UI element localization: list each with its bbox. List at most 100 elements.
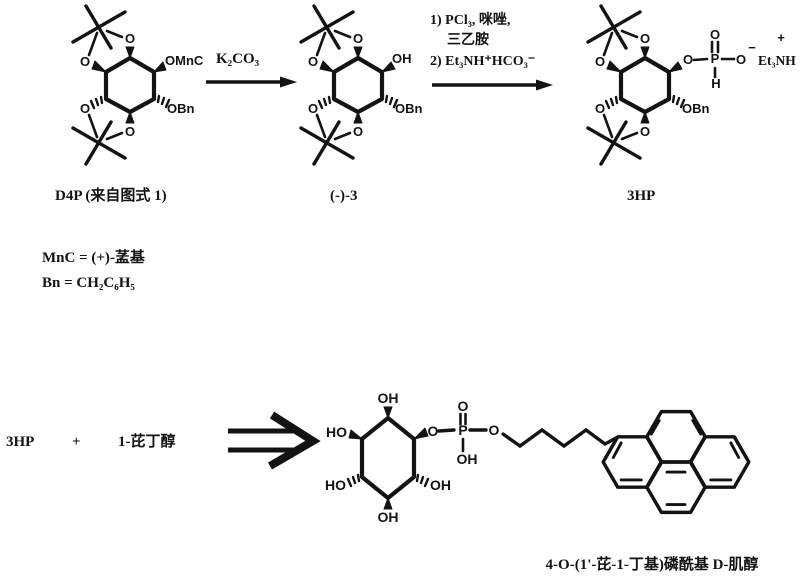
inositol-ring xyxy=(331,55,385,115)
bond xyxy=(620,131,639,141)
minus-charge: − xyxy=(748,40,756,55)
atom-label-o: O xyxy=(710,27,720,42)
legend-mnc-definition: MnC = (+)-䓝基 xyxy=(42,248,146,266)
atom-label-o: O xyxy=(125,124,135,139)
atom-label-obn: OBn xyxy=(395,101,423,116)
hash-bond xyxy=(317,95,332,110)
wedge-bond xyxy=(91,60,107,73)
structure-d4p: O O O O OMnC OBn xyxy=(71,4,204,166)
arrow1-reagent: K₂CO₃ xyxy=(216,51,260,67)
atom-label-oh: OH xyxy=(378,390,399,406)
atom-label-o: O xyxy=(353,31,363,46)
atom-label-omnc: OMnC xyxy=(165,53,204,68)
bond xyxy=(602,31,614,57)
structure-minus-3: O O O O OH OBn xyxy=(299,4,423,166)
atom-label-o: O xyxy=(428,423,439,439)
atom-label-o: O xyxy=(489,422,500,438)
wedge-bond xyxy=(640,46,650,59)
wedge-bond xyxy=(153,61,167,73)
atom-label-ho: HO xyxy=(325,477,346,493)
bond xyxy=(105,29,124,39)
wedge-bond xyxy=(125,111,135,124)
bond xyxy=(620,29,639,39)
methyl-bond xyxy=(312,120,341,166)
hash-bond xyxy=(415,473,430,488)
structure-product-inositol: OH HO HO OH OH O P O OH O xyxy=(325,390,500,525)
atom-label-o: O xyxy=(353,124,363,139)
pyrene-internal-bonds xyxy=(644,434,708,490)
implication-arrow xyxy=(228,411,321,470)
bond xyxy=(87,31,99,57)
atom-label-h: H xyxy=(711,76,720,91)
wedge-bond xyxy=(125,46,135,59)
arrow2-reagent-line1: 1) PCl₃, 咪唑, xyxy=(430,11,510,28)
atom-label-obn: OBn xyxy=(682,101,710,116)
arrow-head xyxy=(536,79,553,91)
inositol-ring xyxy=(618,55,672,115)
atom-label-o: O xyxy=(595,54,605,69)
methyl-bond xyxy=(599,4,628,50)
atom-label-o: O xyxy=(640,31,650,46)
bottom-reactant1: 3HP xyxy=(6,434,34,450)
hash-bond xyxy=(346,473,361,488)
bond xyxy=(315,113,327,139)
atom-label-o: O xyxy=(308,54,318,69)
compound3-label: 3HP xyxy=(627,188,655,204)
atom-label-ho: HO xyxy=(326,424,347,440)
atom-label-o: O xyxy=(80,101,90,116)
wedge-bond xyxy=(668,61,683,73)
arrow2-reagent-line2: 三乙胺 xyxy=(447,31,489,48)
wedge-bond xyxy=(606,60,622,73)
pyrene-double-bond-marks xyxy=(611,419,741,507)
atom-label-oh: OH xyxy=(392,51,412,66)
atom-label-o: O xyxy=(595,101,605,116)
wedge-bond xyxy=(383,406,393,419)
methyl-bond xyxy=(312,4,341,50)
bond xyxy=(333,131,352,141)
atom-label-p: P xyxy=(458,422,467,438)
arrow-head xyxy=(280,76,297,88)
atom-label-p: P xyxy=(711,51,720,66)
atom-label-o: O xyxy=(458,398,469,414)
bottom-reactant2: 1-芘丁醇 xyxy=(118,432,176,450)
atom-label-oh: OH xyxy=(430,477,451,493)
wedge-bond xyxy=(640,111,650,124)
atom-label-o: O xyxy=(736,52,746,67)
bond xyxy=(692,57,709,62)
hash-bond xyxy=(671,94,686,109)
hash-bond xyxy=(156,94,171,109)
wedge-bond xyxy=(413,427,429,440)
wedge-bond xyxy=(383,497,393,510)
wedge-bond xyxy=(348,429,363,440)
compound2-label: (-)-3 xyxy=(330,188,357,204)
counterion-label: Et₃NH xyxy=(758,53,796,68)
bottom-plus-sign: + xyxy=(72,434,81,450)
reaction-arrow-2: 1) PCl₃, 咪唑, 三乙胺 2) Et₃NH⁺HCO₃⁻ xyxy=(430,11,553,91)
bond xyxy=(315,31,327,57)
compound1-label: D4P (来自图式 1) xyxy=(55,186,167,204)
reaction-arrow-1: K₂CO₃ xyxy=(206,51,297,88)
bond xyxy=(105,131,124,141)
methyl-bond xyxy=(599,120,628,166)
product-caption: 4-O-(1'-芘-1-丁基)磷酰基 D-肌醇 xyxy=(546,555,759,573)
legend-bn-definition: Bn = CH₂C₆H₅ xyxy=(42,275,135,291)
butyl-chain xyxy=(501,427,620,449)
atom-label-o: O xyxy=(683,52,693,67)
hash-bond xyxy=(89,95,104,110)
wedge-bond xyxy=(353,46,363,59)
structure-3hp: O O O O O P O H O − Et₃NH + xyxy=(586,4,796,166)
atom-label-oh: OH xyxy=(378,509,399,525)
inositol-ring xyxy=(103,55,157,115)
atom-label-o: O xyxy=(308,101,318,116)
hash-bond xyxy=(384,94,399,109)
hash-bond xyxy=(604,95,619,110)
wedge-bond xyxy=(381,61,396,73)
plus-charge: + xyxy=(777,30,785,45)
bond xyxy=(333,29,352,39)
atom-label-oh: OH xyxy=(457,451,478,467)
arrow2-reagent-line3: 2) Et₃NH⁺HCO₃⁻ xyxy=(430,54,535,69)
methyl-bond xyxy=(84,4,113,50)
bond xyxy=(602,113,614,139)
